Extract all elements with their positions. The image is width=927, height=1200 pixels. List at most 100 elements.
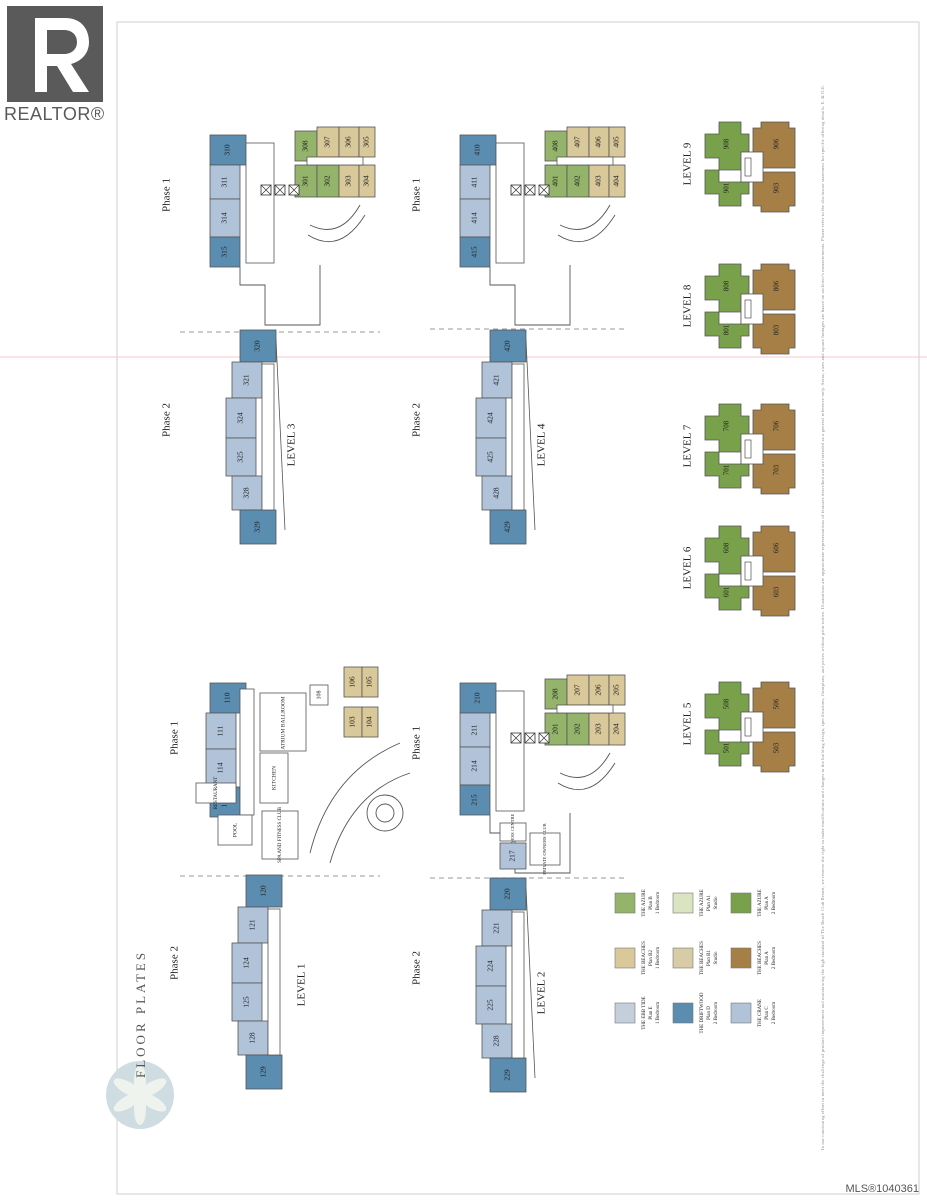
unit-label-206: 206 [594,684,603,696]
unit-label-210: 210 [473,692,482,704]
unit-label-128: 128 [248,1032,257,1044]
unit-429 [489,509,527,545]
unit-label-315: 315 [220,246,229,258]
unit-120 [245,874,283,908]
unit-label-228: 228 [492,1035,501,1047]
elevator-icon [744,299,752,319]
unit-104 [361,706,379,738]
page-title: FLOOR PLATES [133,949,148,1078]
unit-label-320: 320 [253,340,262,352]
unit-801 [704,311,750,349]
unit-label-425: 425 [486,451,495,463]
legend-plan: Plan D [707,1006,712,1020]
level-label-level5: LEVEL 5 [682,702,694,745]
corridor [239,688,255,816]
phase1-label: Phase 1 [411,178,423,212]
unit-label-403: 403 [594,175,603,187]
owners-club [529,832,561,866]
ballroom [259,692,307,752]
unit-label-410: 410 [473,144,482,156]
legend-beds: 1 Bedroom [656,892,661,914]
legend-beds: 2 Bedroom [772,1002,777,1024]
unit-label-220: 220 [503,888,512,900]
unit-label-103: 103 [348,716,357,728]
unit-label-129: 129 [259,1066,268,1078]
unit-label-406: 406 [594,136,603,148]
unit-label-221: 221 [492,922,501,934]
unit-901 [704,169,750,207]
unit-601 [704,573,750,611]
unit-205 [608,674,626,706]
unit-label-603: 603 [773,586,781,597]
unit-label-111: 111 [216,725,225,736]
unit-label-302: 302 [323,175,332,187]
unit-label-214: 214 [470,760,479,772]
elevator-icon [524,184,536,196]
legend-swatch [614,1002,636,1024]
legend-beds: 1 Bedroom [656,947,661,969]
legend-plan: Plan B2 [649,950,654,966]
pool [217,814,253,846]
legend-beds: 2 Bedroom [772,892,777,914]
pool-label: POOL [232,822,238,837]
unit-label-414: 414 [470,212,479,224]
unit-415 [459,236,491,268]
unit-305 [358,126,376,158]
unit-321 [231,361,263,399]
unit-217 [499,842,527,870]
unit-label-308: 308 [301,140,310,152]
unit-label-428: 428 [492,487,501,499]
tower-core [740,151,764,183]
unit-906 [752,121,796,169]
unit-806 [752,263,796,311]
unit-label-106: 106 [348,676,357,688]
legend-series: THE DRIFTWOOD [700,992,705,1033]
unit-411 [459,164,491,200]
unit-105 [361,666,379,698]
legend-swatch [672,947,694,969]
unit-label-301: 301 [301,175,310,187]
unit-121 [237,906,269,944]
room-108 [309,684,329,706]
unit-229 [489,1057,527,1093]
brand-emblem [137,1092,167,1112]
unit-703 [752,453,796,495]
unit-204 [608,712,626,746]
unit-label-908: 908 [723,138,731,149]
roundabout [366,794,404,832]
driveway [309,742,401,854]
unit-label-329: 329 [253,521,262,533]
unit-124 [231,942,263,984]
core-hall [556,156,614,166]
elevator-icon [744,439,752,459]
unit-label-503: 503 [773,742,781,753]
phase2-label: Phase 2 [161,403,173,437]
unit-label-407: 407 [573,136,582,148]
unit-label-608: 608 [723,542,731,553]
unit-label-411: 411 [470,176,479,187]
elevator-icon [744,717,752,737]
unit-210 [459,682,497,714]
unit-label-114: 114 [216,762,225,773]
corridor [267,908,281,1056]
unit-706 [752,403,796,451]
unit-label-808: 808 [723,280,731,291]
unit-label-408: 408 [551,140,560,152]
balcony-line [275,339,286,531]
spa-label: SPA AND FITNESS CLUB [278,806,283,862]
legend-beds: 2 Bedroom [772,947,777,969]
restaurant [195,782,237,804]
unit-128 [237,1020,269,1056]
unit-label-506: 506 [773,698,781,709]
unit-label-304: 304 [362,175,371,187]
elevator-icon [510,732,522,744]
unit-label-415: 415 [470,246,479,258]
unit-label-208: 208 [551,688,560,700]
unit-label-303: 303 [344,175,353,187]
corridor [495,142,525,264]
ballroom-label: ATRIUM BALLROOM [280,696,286,749]
legend-beds: Studio [714,951,719,965]
unit-label-701: 701 [723,464,731,475]
unit-label-801: 801 [723,324,731,335]
